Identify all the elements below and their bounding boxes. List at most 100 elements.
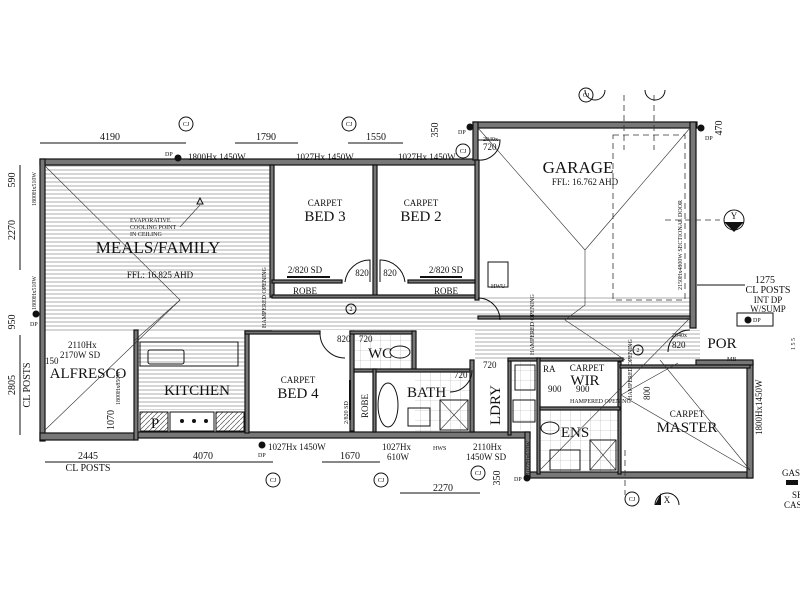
room-bed3: BED 3 — [304, 209, 345, 225]
svg-text:DP: DP — [514, 477, 522, 483]
window-label: 1027Hx610W — [526, 441, 532, 475]
roof-lines — [44, 95, 751, 495]
window-label: 1027Hx 1450W — [296, 152, 354, 162]
downpipe-marker: DP — [514, 474, 531, 483]
dim-left: 2270 — [7, 220, 18, 240]
evap-leader — [179, 204, 201, 228]
edge-label: SE — [792, 490, 800, 500]
evap-label: EVAPORATIVE — [130, 218, 171, 224]
sink-icon — [147, 349, 185, 365]
dim-bottom: 2445 — [78, 451, 98, 462]
downpipe-marker: DP — [30, 310, 40, 328]
kitchen-floor — [135, 335, 245, 410]
window-label: 1027Hx — [382, 442, 411, 452]
bed2-robe: ROBE — [434, 286, 459, 296]
gas-label: GAS — [782, 468, 800, 478]
room-wc: WC — [368, 346, 392, 362]
room-wir: WIR — [570, 373, 599, 389]
window-label: 2110Hx — [68, 340, 97, 350]
bed2-carpet: CARPET — [404, 198, 439, 208]
entry-floor — [475, 330, 700, 360]
hwu-box — [487, 261, 509, 288]
room-ldry: LDRY — [488, 385, 504, 425]
hall-hamper: HAMPERED OPENING — [262, 266, 268, 328]
sump-label: W/SUMP — [750, 304, 786, 314]
control-joint-marker: CJ — [470, 465, 486, 481]
bath-door: 720 — [454, 370, 468, 380]
bed2-door: 820 — [383, 268, 397, 278]
room-por: POR — [707, 336, 736, 352]
ldry-tiles — [510, 360, 538, 430]
shower-icon — [439, 399, 469, 431]
meals-family-floor — [44, 165, 272, 331]
markers: CJ CJ CJ CJ CJ CJ CJ CJ DP DP DP DP DP D… — [30, 87, 800, 510]
room-meals-family: MEALS/FAMILY — [96, 238, 221, 257]
dim-900: 900 — [576, 384, 590, 394]
hwu-label: HWU — [491, 284, 506, 290]
downpipe-marker: DP — [258, 441, 266, 459]
int-dp-label: INT DP — [754, 295, 783, 305]
window-label: 1800Hx510W — [32, 172, 38, 206]
dim-350: 350 — [430, 123, 441, 138]
svg-text:DP: DP — [753, 318, 761, 324]
dim-bottom: 4070 — [193, 451, 213, 462]
svg-text:2: 2 — [637, 348, 640, 354]
control-joint-marker: CJ — [265, 472, 281, 488]
window-label: 1800Hx510W — [32, 276, 38, 310]
hallway-floor — [272, 297, 690, 330]
fixtures — [139, 261, 774, 471]
window-label: 1450W SD — [466, 452, 507, 462]
wir-carpet: CARPET — [570, 363, 605, 373]
svg-text:CJ: CJ — [583, 93, 590, 99]
bed4-door: 820 — [337, 334, 351, 344]
entry-door-size: 2040x — [672, 333, 687, 339]
section-marker-y: Y — [723, 209, 745, 232]
sump-pit — [736, 312, 774, 327]
bed3-robe: ROBE — [293, 286, 318, 296]
window-label: 2170W SD — [60, 350, 101, 360]
room-bed4: BED 4 — [277, 386, 319, 402]
dim-right: 1275 — [755, 275, 775, 286]
evap-label: COOLING POINT — [130, 225, 176, 231]
room-master: MASTER — [657, 420, 718, 436]
svg-text:DP: DP — [30, 322, 38, 328]
bed4-carpet: CARPET — [281, 375, 316, 385]
edge-label: CAS — [784, 500, 800, 510]
bed3-robe-door: 2/820 SD — [288, 265, 323, 275]
svg-text:CJ: CJ — [475, 471, 482, 477]
room-garage: GARAGE — [543, 158, 614, 177]
ens-tiles — [540, 410, 618, 472]
gas-meter-icon — [786, 480, 798, 485]
svg-text:Y: Y — [731, 211, 738, 221]
master-carpet: CARPET — [670, 409, 705, 419]
toilet-icon — [389, 345, 411, 359]
svg-text:CJ: CJ — [346, 122, 353, 128]
window-label: 1800Hx850W — [116, 371, 122, 405]
ra-label: RA — [543, 364, 556, 374]
dim-1070: 1070 — [106, 410, 117, 430]
wc-tiles — [355, 335, 415, 370]
dim-top: 1790 — [256, 132, 276, 143]
ens-toilet-icon — [540, 421, 560, 435]
ens-shower-icon — [589, 439, 617, 471]
wir-hamper: HAMPERED OPENING — [570, 399, 632, 405]
downpipe-marker: DP — [458, 123, 474, 136]
dim-top: 4190 — [100, 132, 120, 143]
bed4-robe-door: 2/820 SD — [344, 400, 350, 424]
level-marker: 2 — [632, 344, 644, 356]
bathtub-icon — [377, 382, 399, 428]
svg-text:CJ: CJ — [183, 122, 190, 128]
ens-basin-icon — [549, 449, 581, 471]
dim-left: 2805 — [7, 375, 18, 395]
wc-door: 720 — [359, 334, 373, 344]
dim-350: 350 — [492, 471, 503, 486]
bed2-robe-door: 2/820 SD — [429, 265, 464, 275]
garage-door-width: 720 — [483, 142, 497, 152]
svg-text:X: X — [664, 495, 671, 505]
svg-text:CJ: CJ — [270, 478, 277, 484]
dim-150: 150 — [45, 356, 59, 366]
dim-right-cl: CL POSTS — [746, 285, 791, 296]
meals-ffl: FFL: 16.825 AHD — [127, 270, 194, 280]
downpipe-marker: DP — [697, 124, 713, 142]
section-marker — [584, 89, 666, 101]
